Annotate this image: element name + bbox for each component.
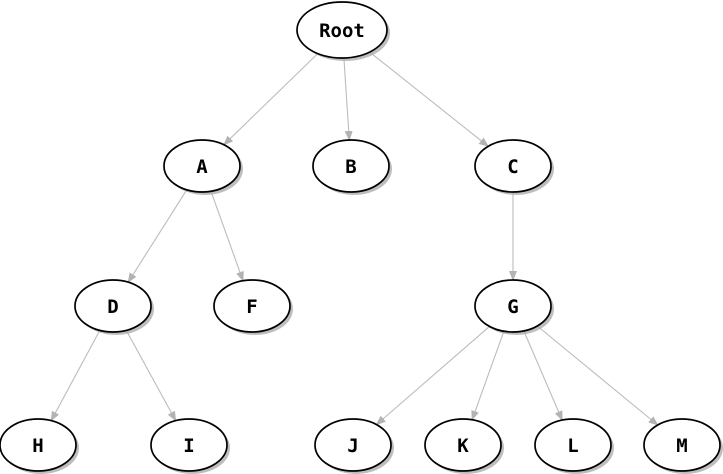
edges-layer	[50, 51, 659, 426]
edge-G-J	[375, 325, 490, 426]
node-A: A	[163, 139, 243, 195]
node-K: K	[424, 418, 504, 474]
node-label: M	[676, 435, 687, 457]
node-I: I	[150, 418, 230, 474]
node-ellipse	[534, 418, 612, 472]
node-ellipse	[474, 279, 552, 333]
node-Root: Root	[296, 1, 390, 61]
node-label: B	[345, 156, 356, 178]
edge-Root-A	[223, 53, 319, 146]
node-ellipse	[74, 279, 152, 333]
node-ellipse	[314, 418, 392, 472]
node-ellipse	[163, 139, 241, 193]
node-label: J	[347, 435, 358, 457]
node-label: Root	[319, 20, 365, 42]
edge-G-K	[471, 331, 505, 421]
node-H: H	[0, 418, 79, 474]
node-ellipse	[424, 418, 502, 472]
node-ellipse	[296, 1, 388, 59]
node-label: D	[107, 296, 118, 318]
node-M: M	[643, 418, 723, 474]
node-label: G	[507, 296, 518, 318]
node-ellipse	[0, 418, 77, 472]
node-ellipse	[312, 139, 390, 193]
node-ellipse	[643, 418, 721, 472]
node-label: F	[246, 296, 257, 318]
node-F: F	[213, 279, 293, 335]
node-label: K	[457, 435, 469, 457]
node-J: J	[314, 418, 394, 474]
node-label: L	[567, 435, 578, 457]
node-D: D	[74, 279, 154, 335]
edge-A-D	[127, 189, 188, 284]
edge-D-H	[50, 330, 101, 422]
edge-D-I	[125, 330, 177, 422]
node-label: I	[183, 435, 194, 457]
node-ellipse	[213, 279, 291, 333]
node-ellipse	[150, 418, 228, 472]
node-label: C	[507, 156, 518, 178]
edge-G-L	[523, 330, 563, 422]
edge-G-M	[536, 325, 659, 426]
node-L: L	[534, 418, 614, 474]
edge-Root-B	[343, 57, 353, 141]
node-label: H	[32, 435, 43, 457]
node-ellipse	[474, 139, 552, 193]
edge-A-F	[210, 191, 244, 282]
node-C: C	[474, 139, 554, 195]
node-B: B	[312, 139, 392, 195]
node-label: A	[196, 156, 208, 178]
edge-Root-C	[369, 51, 489, 147]
node-G: G	[474, 279, 554, 335]
